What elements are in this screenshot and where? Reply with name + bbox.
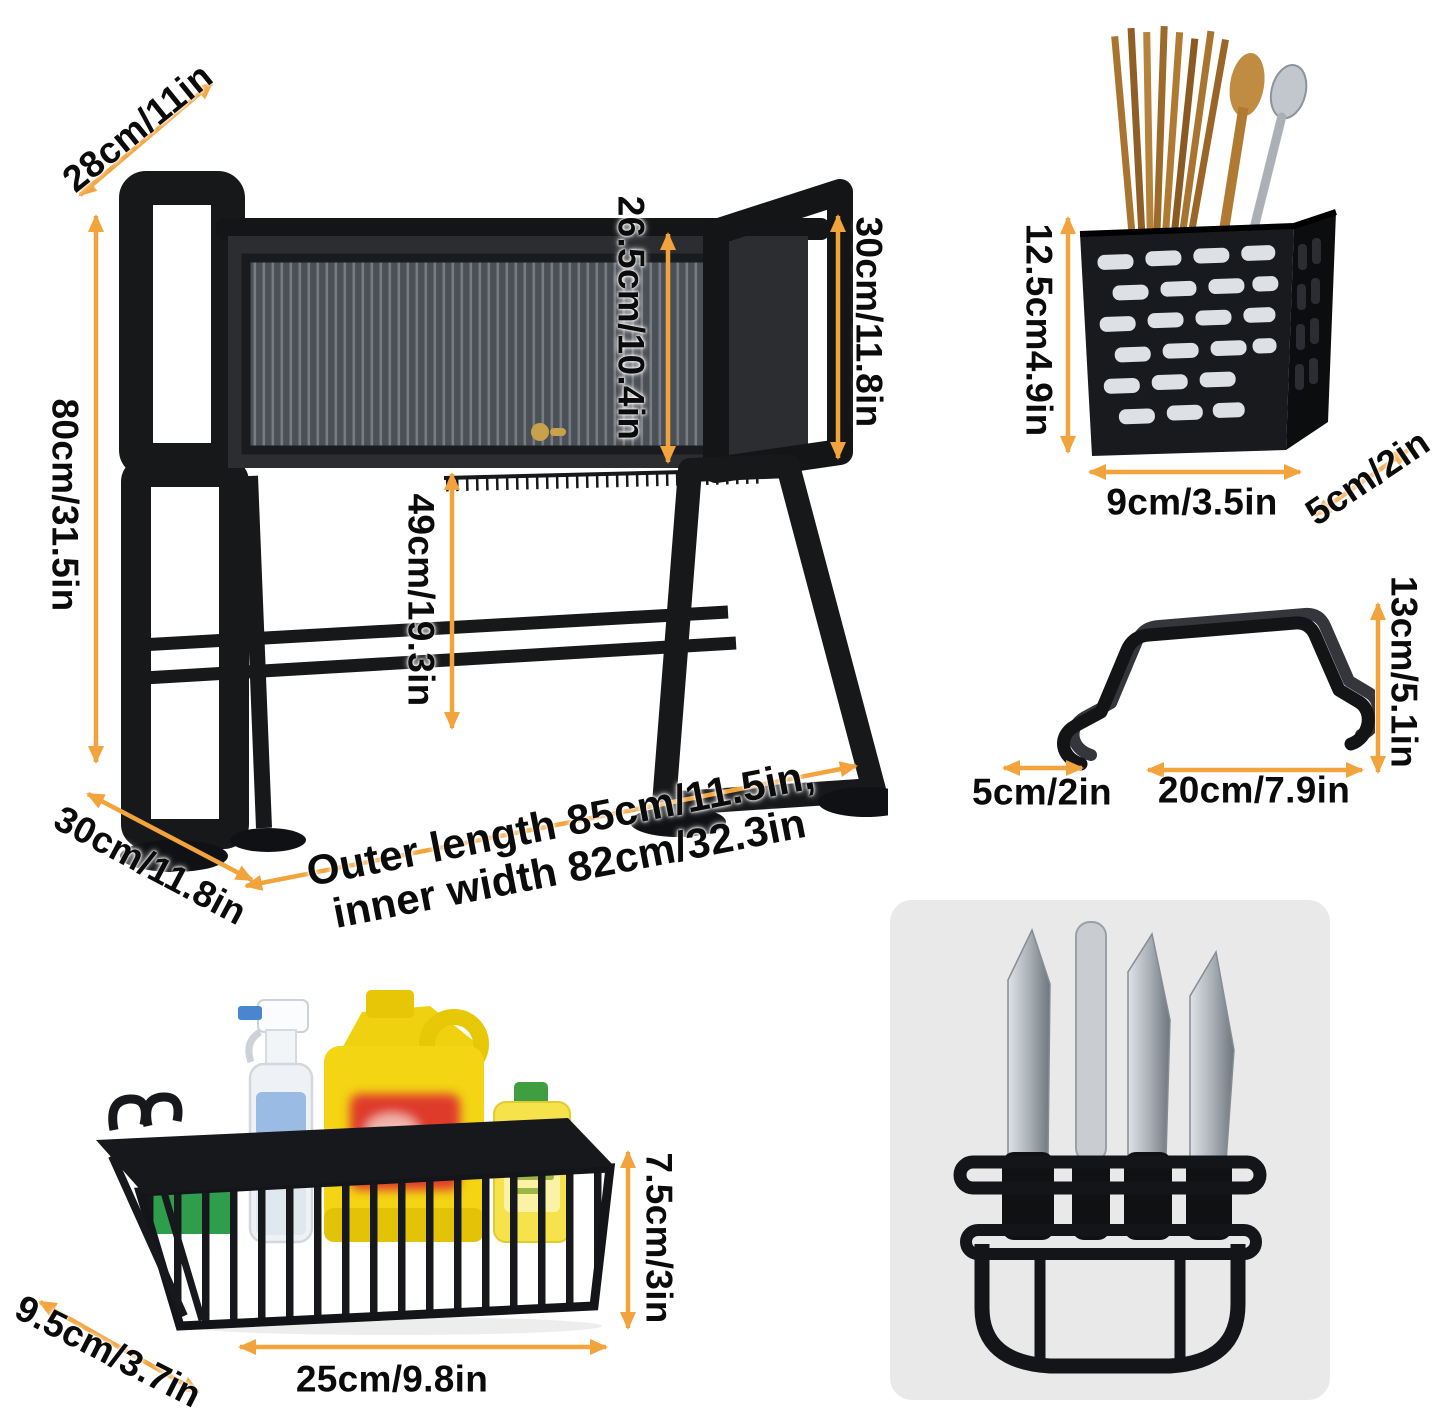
dim-holder-height: 12.5cm4.9in <box>1018 223 1060 437</box>
knife-holder-illustration <box>953 921 1267 1374</box>
dim-rack-clearance: 49cm/19.3in <box>400 493 442 707</box>
basket-hook <box>108 1094 150 1131</box>
dim-basket-height: 7.5cm/3in <box>638 1152 680 1324</box>
utensil-holder-illustration <box>1079 25 1337 456</box>
spoon <box>1247 64 1308 242</box>
dim-hook-width: 5cm/2in <box>972 771 1112 813</box>
ribbed-cover-panel <box>241 253 719 455</box>
rack-cross-bars <box>139 605 737 685</box>
dim-rack-inner-height: 26.5cm/10.4in <box>610 195 652 441</box>
rack-cabinet <box>216 179 853 492</box>
basket-hook <box>142 1092 183 1127</box>
basket-frame <box>96 1092 616 1335</box>
knife-holder-frame <box>953 1155 1267 1374</box>
dish-rack-illustration <box>119 171 888 872</box>
dim-hook-span: 20cm/7.9in <box>1157 769 1351 811</box>
drain-hole <box>1103 1313 1117 1327</box>
gold-knob <box>531 423 549 441</box>
wooden-spatula <box>1217 52 1265 242</box>
knives <box>1002 921 1235 1240</box>
holder-side-slots <box>1295 238 1321 390</box>
holder-slots <box>1097 245 1279 425</box>
hook-bracket-illustration <box>1057 607 1375 771</box>
dim-rack-cover-height: 30cm/11.8in <box>848 216 890 428</box>
dim-holder-width: 9cm/3.5in <box>1106 481 1278 523</box>
dim-basket-width: 25cm/9.8in <box>295 1358 489 1400</box>
basket-illustration <box>96 990 616 1335</box>
knife-holder-panel <box>890 900 1330 1400</box>
chopsticks <box>1111 25 1229 241</box>
dim-rack-height: 80cm/31.5in <box>44 398 86 612</box>
dim-hook-height: 13cm/5.1in <box>1383 575 1425 769</box>
